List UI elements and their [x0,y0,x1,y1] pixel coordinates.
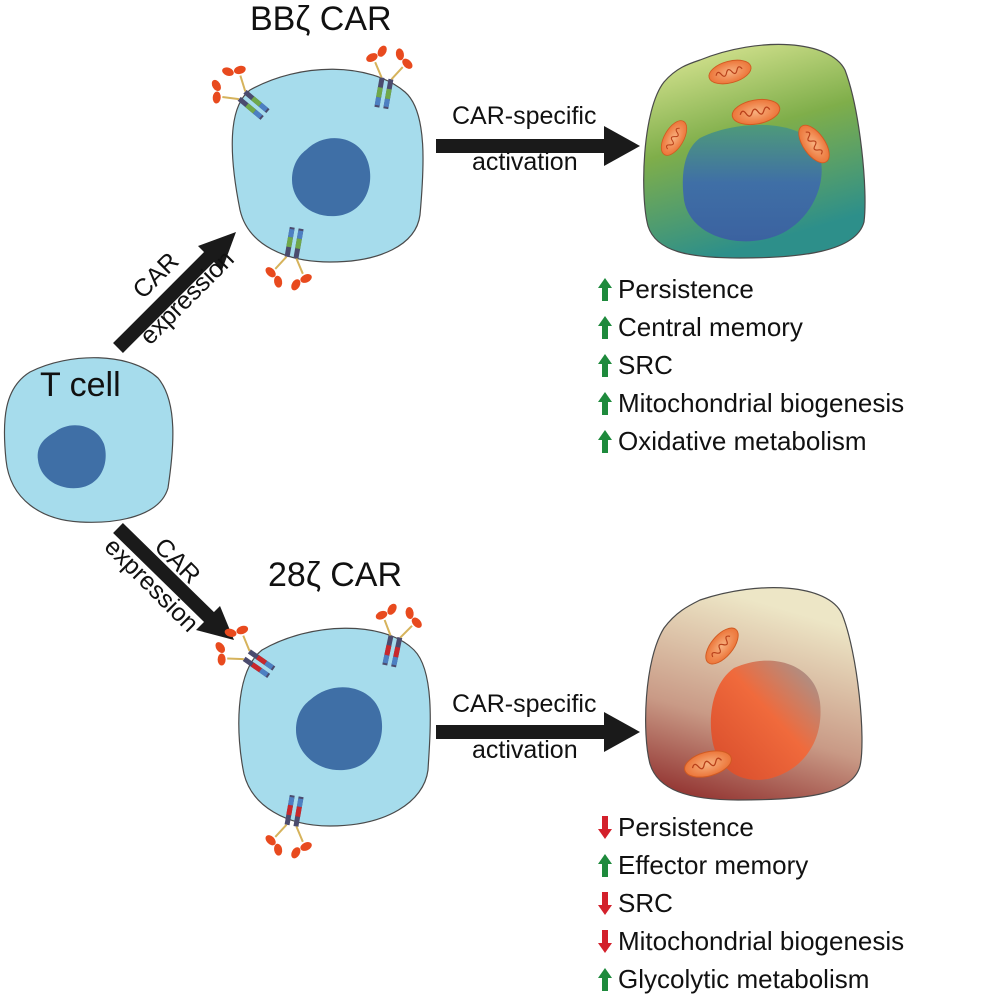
cd28-car-cell [204,598,431,864]
up-arrow-icon [598,854,612,877]
cd28-outcome-label: Mitochondrial biogenesis [618,926,904,956]
bb-outcome-label: SRC [618,350,673,380]
bb-car-cell [199,40,424,296]
upper-expression-arrow [113,232,236,353]
bb-outcome-label: Central memory [618,312,803,342]
bb-outcome-item: Mitochondrial biogenesis [598,388,904,418]
cd28-outcome-label: SRC [618,888,673,918]
bb-car-cell-nucleus [292,138,371,217]
cd28-car-title: 28ζ CAR [268,556,402,594]
bb-activated-cell [643,43,866,259]
cd28-outcome-label: Glycolytic metabolism [618,964,869,994]
cd28-outcome-item: SRC [598,888,673,918]
down-arrow-icon [598,816,612,839]
upper-activation-arrow [436,126,640,166]
upper-activation-label-line2: activation [472,148,578,176]
cd28-outcome-item: Effector memory [598,850,808,880]
lower-activation-arrow [436,712,640,752]
cd28-outcome-label: Persistence [618,812,754,842]
t-cell-nucleus [37,425,106,489]
up-arrow-icon [598,392,612,415]
bb-outcome-label: Mitochondrial biogenesis [618,388,904,418]
down-arrow-icon [598,930,612,953]
cd28-activated-cell-nucleus [710,660,821,780]
cd28-outcome-item: Mitochondrial biogenesis [598,926,904,956]
bb-outcome-item: SRC [598,350,673,380]
cd28-car-cell-nucleus [296,687,383,771]
cd28-activated-cell [645,587,863,801]
up-arrow-icon [598,430,612,453]
up-arrow-icon [598,968,612,991]
bb-outcome-label: Oxidative metabolism [618,426,867,456]
lower-activation-label-line2: activation [472,736,578,764]
up-arrow-icon [598,316,612,339]
bb-car-title: BBζ CAR [250,0,392,38]
bb-outcome-label: Persistence [618,274,754,304]
t-cell: T cell [3,357,174,523]
down-arrow-icon [598,892,612,915]
bb-outcome-item: Persistence [598,274,754,304]
bb-outcome-item: Oxidative metabolism [598,426,867,456]
t-cell-label: T cell [40,366,121,404]
cd28-outcome-label: Effector memory [618,850,808,880]
lower-activation-label-line1: CAR-specific [452,690,596,718]
bb-outcome-item: Central memory [598,312,803,342]
up-arrow-icon [598,354,612,377]
bb-activated-cell-nucleus [682,124,822,242]
cd28-outcome-item: Persistence [598,812,754,842]
upper-activation-label-line1: CAR-specific [452,102,596,130]
up-arrow-icon [598,278,612,301]
lower-expression-arrow [113,522,234,640]
cd28-outcome-item: Glycolytic metabolism [598,964,869,994]
